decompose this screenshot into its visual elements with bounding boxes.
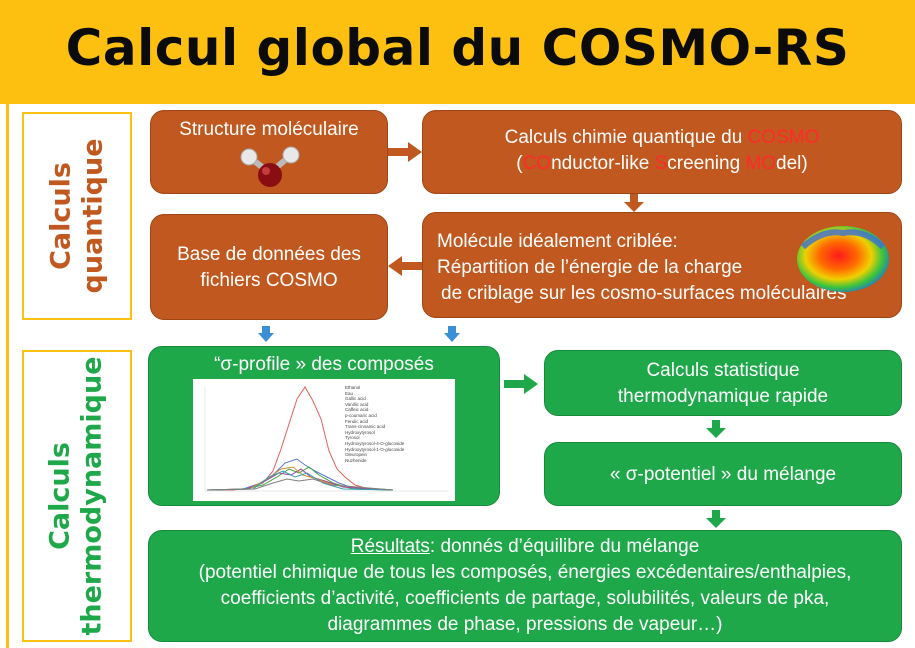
legend-item: Hydroxytyrosol-1-O-glucoside [345, 446, 405, 452]
box-results-line3: coefficients d’activité, coefficients de… [220, 588, 830, 609]
quantum-calc-text: Calculs chimie quantique du [504, 127, 748, 148]
box-sigma-potential: « σ-potentiel » du mélange [544, 442, 902, 506]
side-label-quantum-line2: quantique [77, 138, 109, 294]
legend-item: Hydroxytyrosol-4-O-glucoside [345, 440, 405, 446]
box-sigma-profile-label: “σ-profile » des composés [214, 354, 434, 375]
legend-item: Ferulic acid [345, 418, 369, 424]
sigma-profile-chart: Ethanol Eau Gallic acid Vanillic acid Ca… [193, 379, 455, 501]
side-label-quantum: Calculs quantique [45, 138, 109, 293]
arrow-down-blue-1 [258, 326, 274, 342]
arrow-down-green-1 [706, 420, 726, 438]
word-nductor: nductor-like [551, 153, 655, 174]
box-cosmo-database-line2: fichiers COSMO [200, 270, 338, 291]
box-results-line2: (potentiel chimique de tous les composés… [198, 562, 852, 583]
sigma-profile-legend: Ethanol Eau Gallic acid Vanillic acid Ca… [345, 385, 404, 463]
acronym-s: S [654, 153, 668, 174]
box-results-line1: Résultats: donnés d’équilibre du mélange [149, 534, 901, 560]
box-sigma-profile: “σ-profile » des composés Ethanol Eau Ga… [148, 346, 500, 506]
side-panel-quantum: Calculs quantique [22, 112, 132, 320]
box-results-line4: diagrammes de phase, pressions de vapeur… [327, 614, 723, 635]
box-screened-line2: Répartition de l’énergie de la charge [437, 257, 743, 278]
box-cosmo-database-line1: Base de données des [177, 244, 361, 265]
molecule-icon [240, 146, 300, 187]
box-cosmo-database: Base de données des fichiers COSMO [150, 214, 388, 320]
box-statistical-thermo: Calculs statistique thermodynamique rapi… [544, 350, 902, 416]
acronym-mo: MO [745, 153, 777, 174]
legend-item: Oleuropein [345, 452, 368, 458]
page-title: Calcul global du COSMO-RS [65, 19, 850, 77]
sigma-surface-icon [797, 226, 889, 292]
side-label-thermo: Calculs thermodynamique [45, 356, 109, 635]
legend-item: Caffeic acid [345, 407, 369, 413]
quantum-calc-cosmo: COSMO [747, 127, 820, 148]
box-statistical-line1: Calculs statistique [646, 360, 800, 381]
box-screened-molecule: Molécule idéalement criblée: Répartition… [422, 212, 902, 318]
arrow-down-green-2 [706, 510, 726, 528]
legend-item: Eau [345, 390, 354, 396]
legend-item: Nuzhenide [345, 457, 367, 463]
word-creening: creening [667, 153, 746, 174]
title-banner [0, 0, 915, 100]
arrow-down-1 [624, 194, 644, 212]
side-label-thermo-line1: Calculs [45, 442, 76, 550]
box-molecular-structure: Structure moléculaire [150, 110, 388, 194]
arrow-right-green [504, 374, 538, 394]
box-molecular-structure-label: Structure moléculaire [179, 119, 359, 140]
results-heading-rest: : donnés d’équilibre du mélange [429, 536, 700, 557]
top-rule [0, 100, 915, 104]
legend-item: Trans-cinnamic acid [345, 424, 386, 430]
arrow-left-1 [388, 256, 422, 276]
side-panel-thermo: Calculs thermodynamique [22, 350, 132, 642]
box-quantum-calculation-line1: Calculs chimie quantique du COSMO [423, 125, 901, 151]
left-rule [6, 104, 9, 648]
box-quantum-calculation-line2: (COnductor-like Screening MOdel) [423, 151, 901, 177]
results-heading: Résultats [350, 536, 430, 557]
side-label-quantum-line1: Calculs [45, 162, 77, 270]
box-screened-line1: Molécule idéalement criblée: [437, 231, 678, 252]
arrow-down-blue-2 [444, 326, 460, 342]
legend-item: Vanillic acid [345, 401, 369, 407]
box-statistical-line2: thermodynamique rapide [617, 386, 829, 407]
arrow-right-1 [388, 142, 422, 162]
sigma-profile-plot [204, 386, 449, 492]
box-quantum-calculation: Calculs chimie quantique du COSMO (COndu… [422, 110, 902, 194]
box-screened-line3: de criblage sur les cosmo-surfaces moléc… [441, 283, 847, 304]
acronym-co: CO [522, 153, 552, 174]
legend-item: Tyrosol [345, 435, 360, 441]
box-sigma-potential-label: « σ-potentiel » du mélange [609, 464, 837, 485]
box-results: Résultats: donnés d’équilibre du mélange… [148, 530, 902, 642]
side-label-thermo-line2: thermodynamique [77, 356, 108, 636]
word-del: del) [776, 153, 808, 174]
legend-item: Ethanol [345, 385, 361, 390]
paren-open: ( [516, 153, 523, 174]
legend-item: p-coumaric acid [345, 412, 377, 418]
legend-item: Hydroxytyrosol [345, 429, 375, 435]
legend-item: Gallic acid [345, 396, 366, 402]
